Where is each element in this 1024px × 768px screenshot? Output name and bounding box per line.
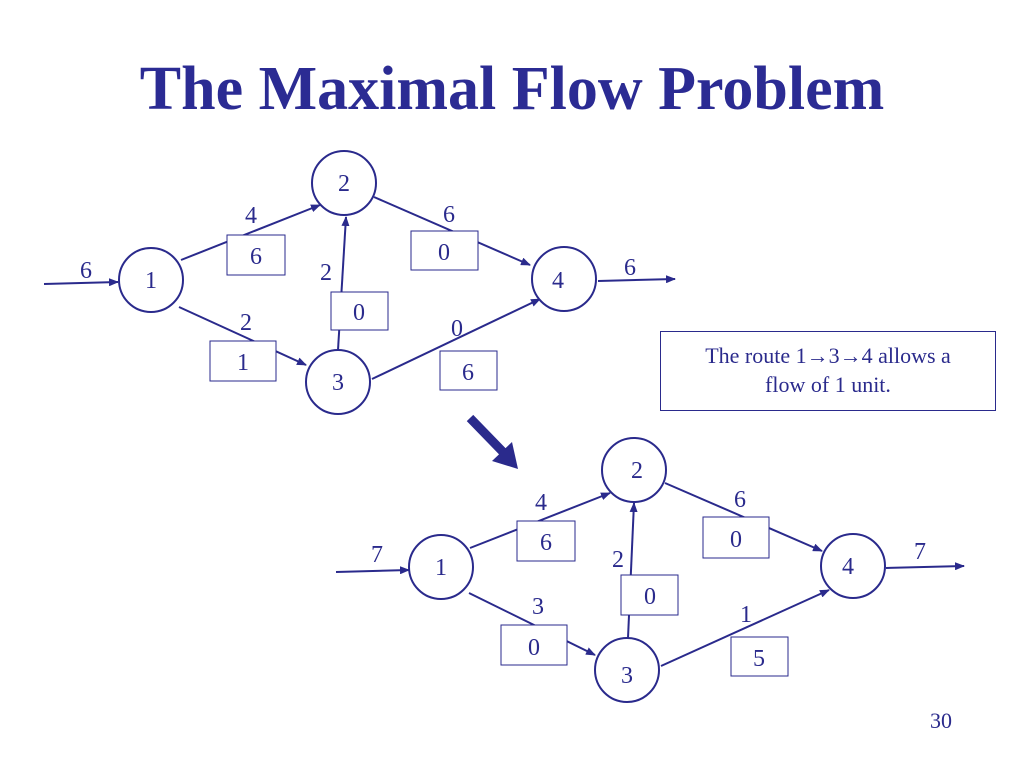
node-after-4-label: 4 (842, 554, 854, 580)
residual-label-before-3-2: 0 (353, 300, 365, 326)
inflow-arrow-after (335, 566, 410, 575)
flow-label-before-1-3: 2 (240, 310, 252, 336)
residual-box-before-2-4 (410, 230, 479, 271)
node-before-3 (305, 349, 371, 415)
flow-label-after-1-3: 3 (532, 594, 544, 620)
arc-before-1-2 (180, 204, 321, 261)
node-before-1 (118, 247, 184, 313)
outflow-label-after: 7 (914, 539, 926, 565)
flow-label-after-1-2: 4 (535, 490, 547, 516)
arc-after-3-2 (627, 502, 638, 639)
residual-box-before-3-4 (439, 350, 498, 391)
arc-before-1-3 (178, 306, 307, 366)
inflow-arrow-before (43, 278, 119, 287)
route-note-line-2: flow of 1 unit. (765, 372, 891, 397)
page-number: 30 (930, 708, 952, 733)
node-before-4-label: 4 (552, 268, 564, 294)
flow-label-after-3-4: 1 (740, 602, 752, 628)
node-before-3-label: 3 (332, 370, 344, 396)
inflow-label-before: 6 (80, 258, 92, 284)
residual-label-before-3-4: 6 (462, 360, 474, 386)
inflow-label-after: 7 (371, 542, 383, 568)
residual-box-after-3-4 (730, 636, 789, 677)
flow-label-after-2-4: 6 (734, 487, 746, 513)
node-after-1-label: 1 (435, 555, 447, 581)
slide-title: The Maximal Flow Problem (139, 55, 885, 123)
node-after-2-label: 2 (631, 458, 643, 484)
network-before: 1 2 3 4 6 6 4 2 2 6 0 6 1 0 0 6 (43, 150, 676, 415)
route-note-box: The route 1→3→4 allows a flow of 1 unit. (660, 331, 996, 411)
flow-label-before-2-4: 6 (443, 202, 455, 228)
residual-label-after-2-4: 0 (730, 527, 742, 553)
arc-after-1-3 (468, 592, 596, 656)
residual-label-before-2-4: 0 (438, 240, 450, 266)
node-before-1-label: 1 (145, 268, 157, 294)
outflow-arrow-before (597, 275, 676, 284)
node-before-4 (531, 246, 597, 312)
flow-label-after-3-2: 2 (612, 547, 624, 573)
outflow-label-before: 6 (624, 255, 636, 281)
residual-label-before-1-3: 1 (237, 350, 249, 376)
node-before-2 (311, 150, 377, 216)
flow-label-before-1-2: 4 (245, 203, 257, 229)
residual-box-after-2-4 (702, 516, 770, 559)
residual-label-after-3-4: 5 (753, 646, 765, 672)
transition-arrow (466, 414, 518, 469)
residual-label-before-1-2: 6 (250, 244, 262, 270)
route-note-line-1: The route 1→3→4 allows a (705, 343, 951, 369)
residual-label-after-1-2: 6 (540, 530, 552, 556)
network-after: 1 2 3 4 7 7 4 3 2 6 1 6 0 0 0 5 (335, 437, 965, 703)
node-before-2-label: 2 (338, 171, 350, 197)
residual-box-after-1-3 (500, 624, 568, 666)
node-after-1 (408, 534, 474, 600)
residual-box-before-1-3 (209, 340, 277, 382)
node-after-3 (594, 637, 660, 703)
flow-label-before-3-4: 0 (451, 316, 463, 342)
residual-box-before-1-2 (226, 234, 286, 276)
node-after-3-label: 3 (621, 663, 633, 689)
outflow-arrow-after (885, 562, 965, 571)
arc-before-3-4 (371, 298, 541, 380)
flow-label-before-3-2: 2 (320, 260, 332, 286)
residual-box-before-3-2 (330, 291, 389, 331)
arc-after-3-4 (660, 589, 830, 667)
node-after-2 (601, 437, 667, 503)
node-after-4 (820, 533, 886, 599)
residual-label-after-3-2: 0 (644, 584, 656, 610)
residual-box-after-3-2 (620, 574, 679, 616)
residual-box-after-1-2 (516, 520, 576, 562)
residual-label-after-1-3: 0 (528, 635, 540, 661)
